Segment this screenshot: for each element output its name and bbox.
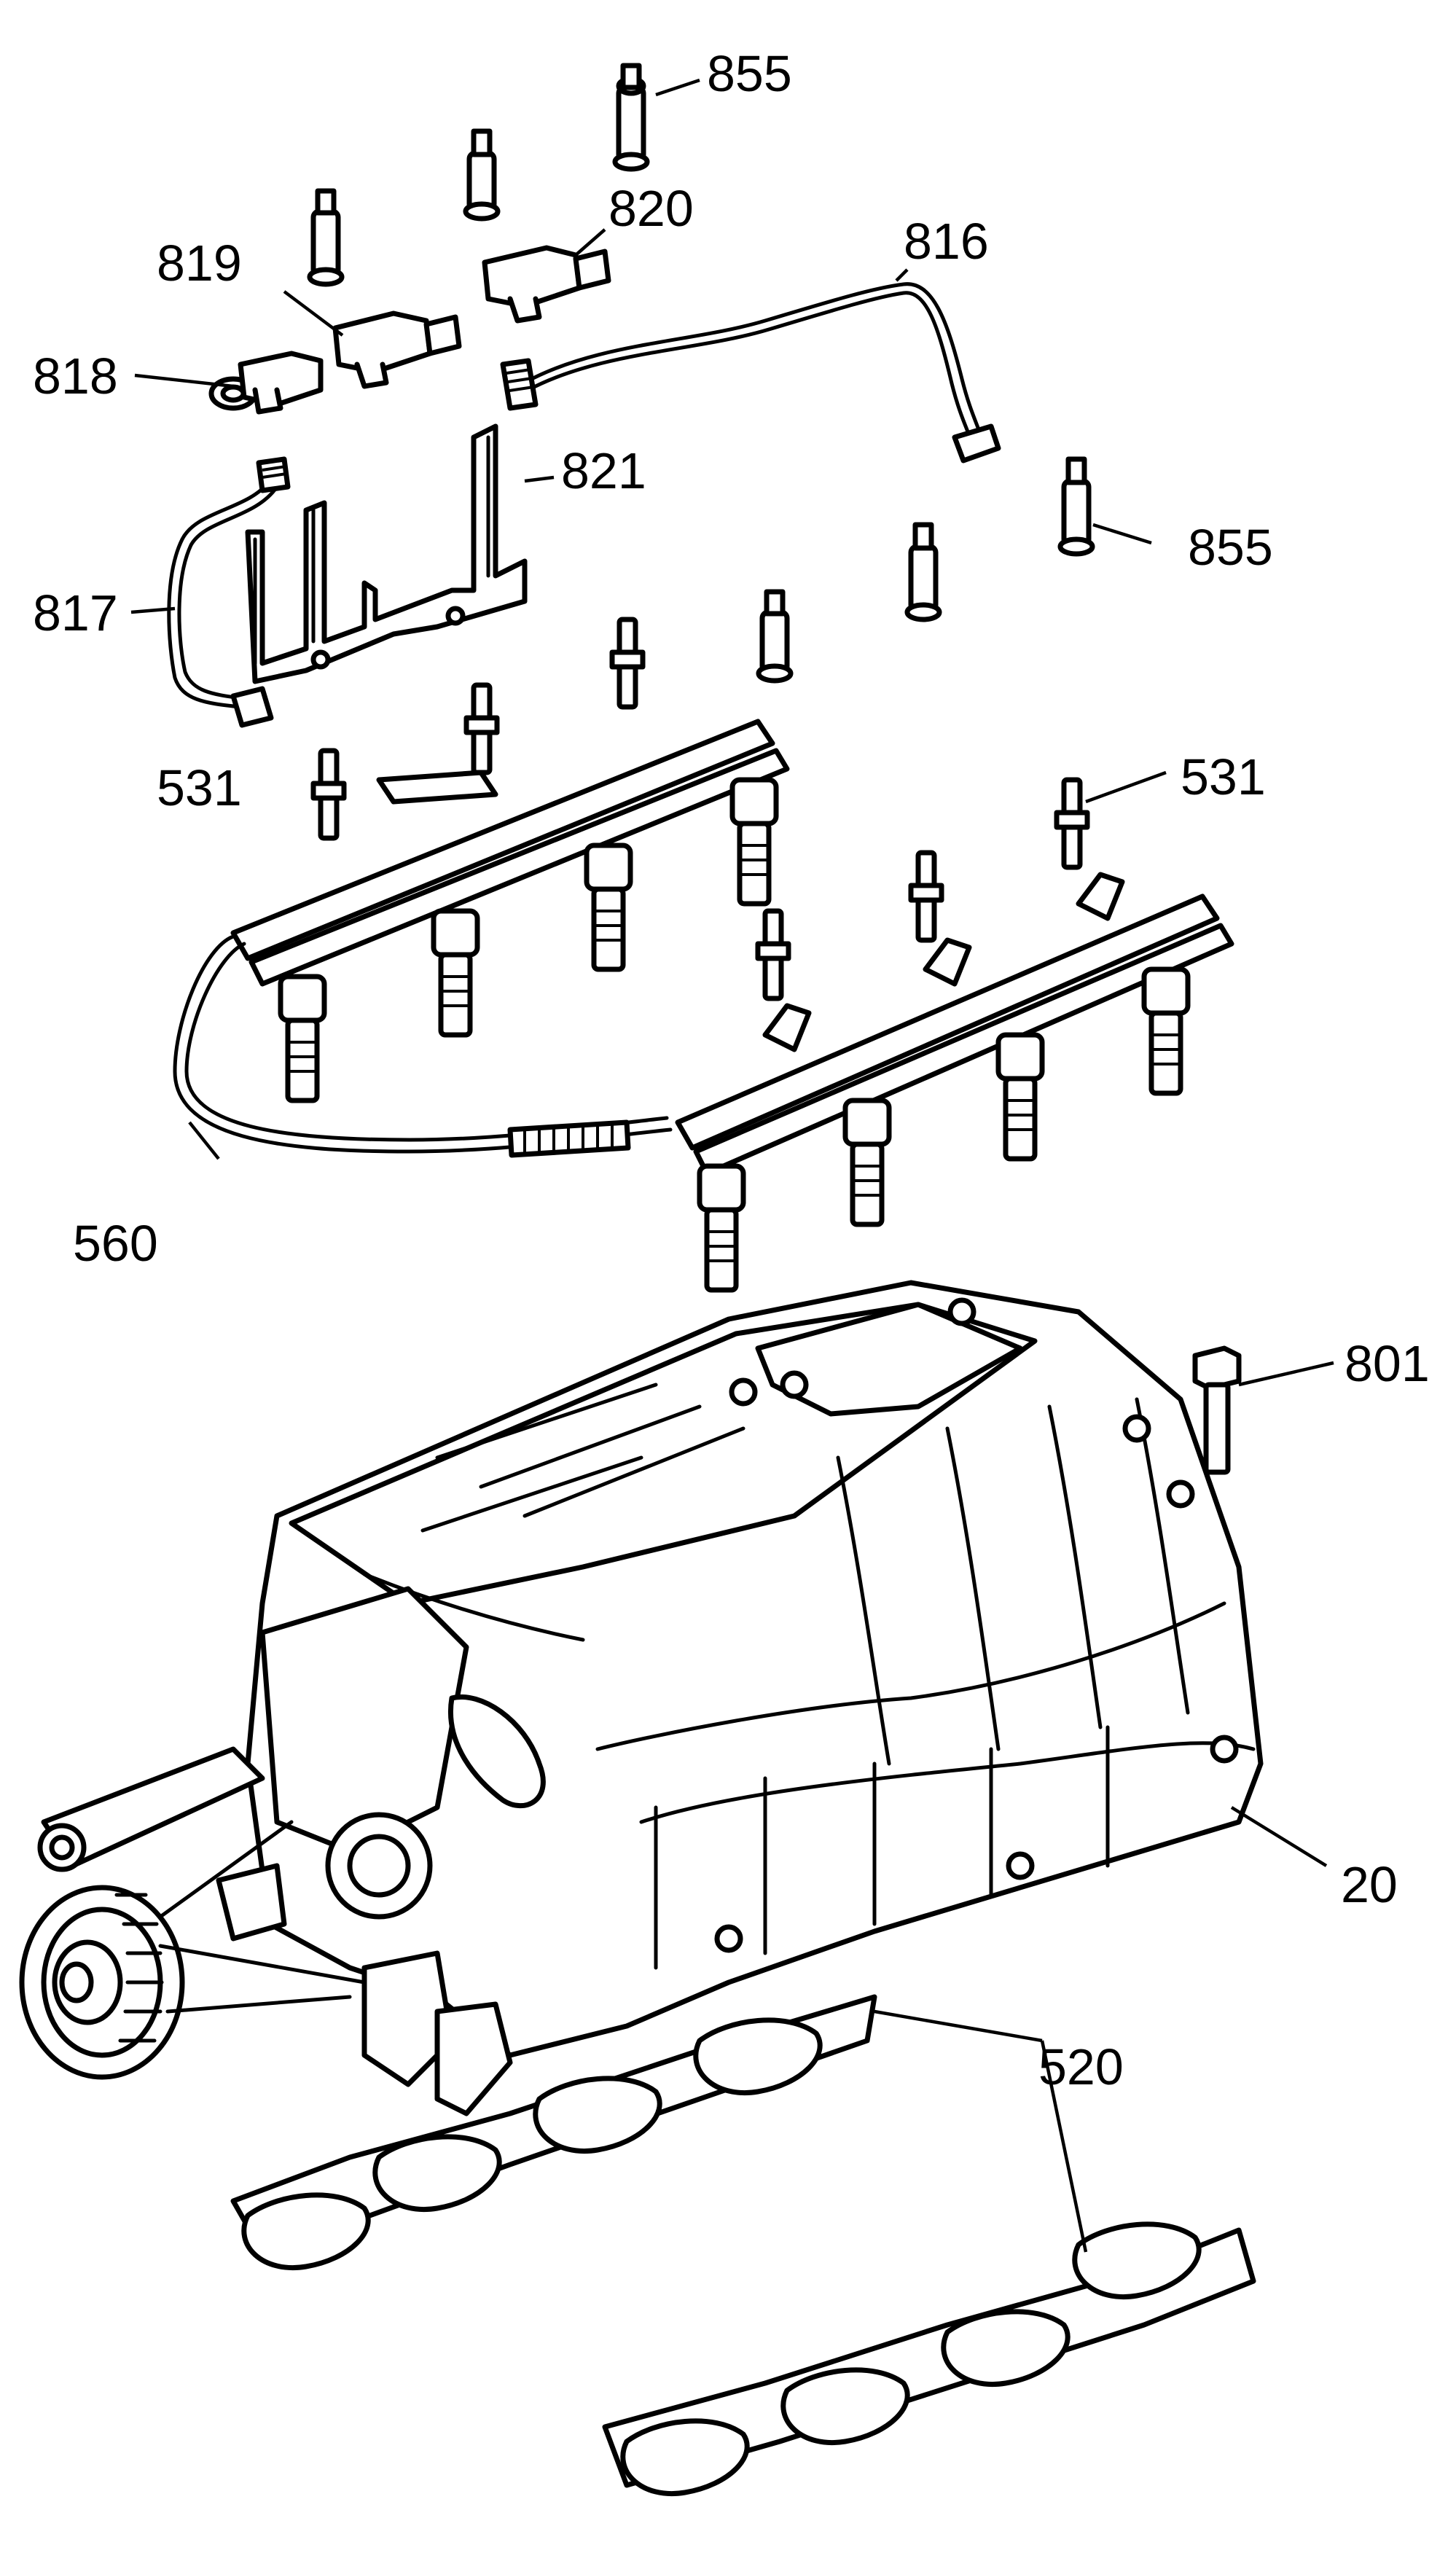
leader-lines [130,78,1334,2253]
harness-817 [167,456,291,728]
label-531-left: 531 [157,759,242,816]
bracket-821 [245,423,528,684]
front-assembly [19,1586,546,2116]
fuel-rail-right [675,872,1234,1293]
injector-r3 [995,1032,1045,1162]
stud-855-3 [307,188,345,287]
label-20: 20 [1341,1856,1398,1913]
sensor-819 [332,310,462,389]
gasket-520-upper [230,1994,877,2270]
label-855: 855 [707,45,792,102]
bolt-801 [1192,1345,1242,1475]
sensor-818 [208,351,324,415]
intake-manifold-20 [245,1280,1264,2058]
label-560: 560 [73,1215,158,1272]
stud-855-top [612,63,650,172]
injector-l1 [278,974,327,1103]
stud-855-2 [463,128,501,222]
label-820: 820 [608,180,694,237]
label-520: 520 [1038,2038,1124,2095]
fuel-rail-left [230,719,790,1103]
label-817: 817 [33,584,118,641]
stud-855-5 [904,522,942,622]
gasket-520-lower [602,2221,1256,2496]
label-818: 818 [33,348,118,404]
callout-labels: 855 820 819 816 818 821 855 817 531 531 … [33,45,1430,2095]
stud-531-group [310,617,1090,1001]
label-855-right: 855 [1188,519,1273,576]
injector-l4 [729,777,779,907]
label-801: 801 [1345,1335,1430,1392]
injector-r1 [697,1163,746,1293]
label-821: 821 [561,442,646,499]
label-531-right: 531 [1181,748,1266,805]
stud-855-6 [756,589,794,684]
injector-l3 [584,842,633,972]
label-819: 819 [157,235,242,292]
label-816: 816 [904,213,989,270]
injector-l2 [431,908,480,1038]
harness-816 [500,282,1001,464]
injector-r4 [1141,966,1191,1096]
sensor-820 [482,245,611,324]
stud-855-right [1057,456,1095,557]
injector-r2 [842,1098,892,1227]
harness-560 [173,934,673,1158]
